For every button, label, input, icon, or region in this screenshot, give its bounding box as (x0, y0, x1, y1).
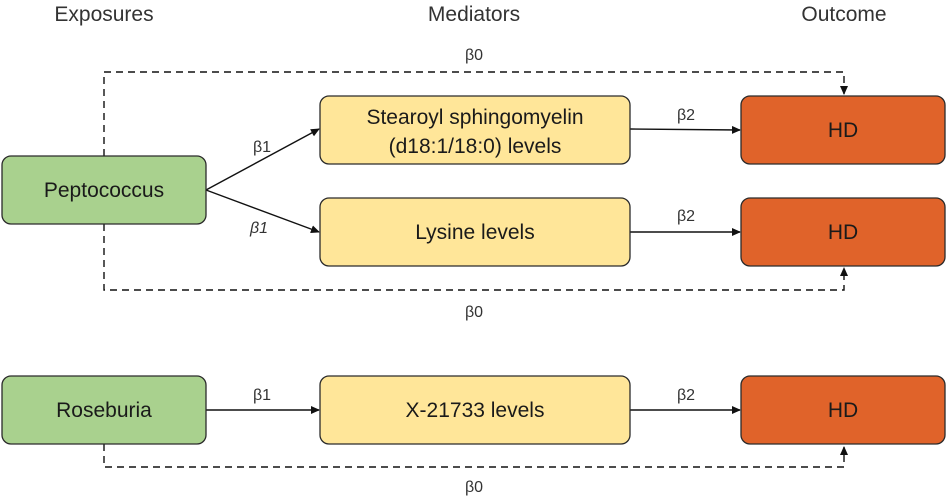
edge-label-b1-upper: β1 (253, 139, 271, 156)
node-lysine: Lysine levels (319, 197, 631, 267)
edge-peptococcus-lysine (205, 189, 320, 233)
edge-label-b2-roseburia: β2 (677, 387, 695, 404)
node-stearoyl-label-line2: (d18:1/18:0) levels (389, 135, 562, 158)
node-roseburia-label: Roseburia (56, 399, 152, 422)
edge-label-b0-bottom: β0 (465, 479, 483, 496)
edge-label-b2-lower: β2 (677, 208, 695, 225)
node-peptococcus: Peptococcus (1, 155, 207, 225)
edge-label-b1-roseburia: β1 (253, 387, 271, 404)
node-hd-3-label: HD (828, 399, 858, 422)
node-x21733: X-21733 levels (319, 375, 631, 445)
node-hd-1: HD (740, 95, 946, 165)
header-mediators: Mediators (428, 3, 520, 26)
edge-label-b0-top: β0 (465, 47, 483, 64)
node-hd-2: HD (740, 197, 946, 267)
node-hd-1-label: HD (828, 119, 858, 142)
edge-direct-peptococcus-hd-lower (103, 224, 848, 291)
node-hd-3: HD (740, 375, 946, 445)
edge-direct-peptococcus-hd-top (103, 71, 848, 156)
node-stearoyl-sphingomyelin: Stearoyl sphingomyelin (d18:1/18:0) leve… (319, 95, 631, 165)
edge-label-b0-mid: β0 (465, 304, 483, 321)
node-hd-2-label: HD (828, 221, 858, 244)
edge-label-b2-upper: β2 (677, 107, 695, 124)
node-lysine-label: Lysine levels (415, 221, 534, 244)
header-exposures: Exposures (54, 3, 153, 26)
node-roseburia: Roseburia (1, 375, 207, 445)
edge-stearoyl-hd (629, 125, 741, 134)
header-outcome: Outcome (801, 3, 886, 26)
edge-peptococcus-stearoyl (205, 128, 320, 191)
edge-direct-roseburia-hd (103, 444, 848, 468)
node-stearoyl-label-line1: Stearoyl sphingomyelin (366, 106, 583, 129)
node-x21733-label: X-21733 levels (406, 399, 545, 422)
edge-label-b1-lower: β1 (249, 220, 268, 237)
node-peptococcus-label: Peptococcus (44, 179, 164, 202)
